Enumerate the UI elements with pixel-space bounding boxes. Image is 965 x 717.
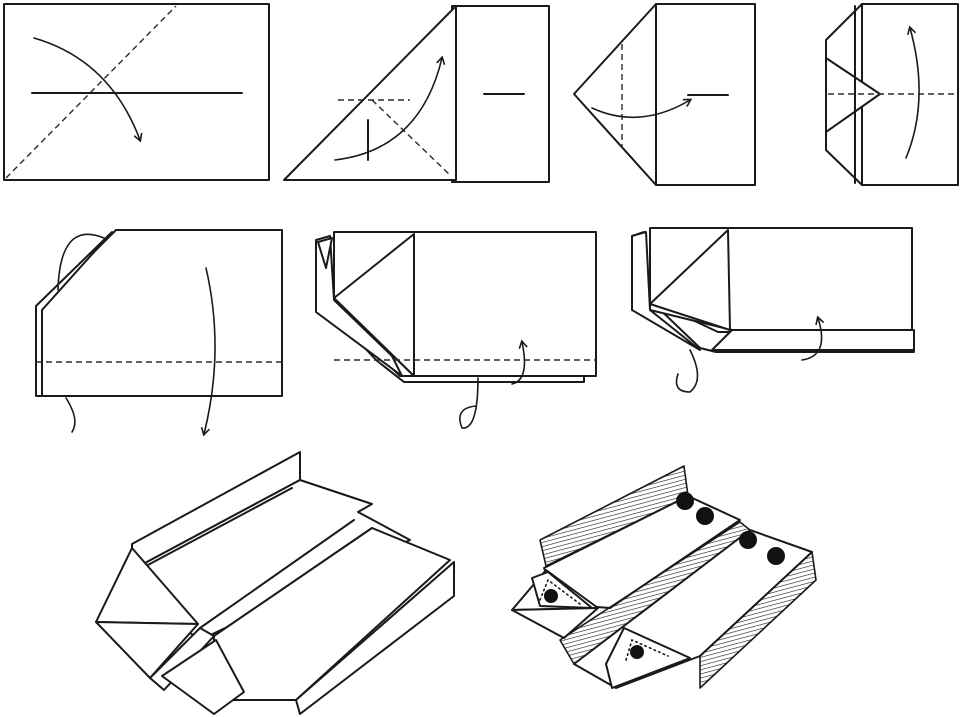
step-9-decorated-plane (511, 465, 817, 689)
step-6-fold-wing (315, 231, 597, 429)
step-8-finished-plane (95, 451, 455, 715)
fold-arrow-icon (334, 55, 446, 161)
step-3-fold-point (573, 3, 756, 186)
wing-edge (631, 231, 701, 351)
decor-dot (767, 547, 785, 565)
decor-dot (676, 492, 694, 510)
curl-arrow-icon (675, 349, 699, 393)
paper-body (41, 229, 283, 397)
fold-line-dashed (371, 99, 451, 176)
step-1-fold-corner (3, 3, 270, 181)
decor-dot (739, 531, 757, 549)
right-nose-triangle (161, 639, 245, 715)
keel-line (199, 519, 355, 629)
fold-arrow-icon (57, 233, 105, 291)
fold-arrow-icon (511, 339, 528, 385)
right-nose-triangle (605, 627, 691, 689)
step-5-fold-half (35, 229, 283, 437)
fold-arrow-icon-2 (200, 267, 216, 437)
nose-triangle (333, 233, 415, 377)
fold-arrow-icon (801, 315, 825, 361)
step-2-fold-down (283, 5, 550, 183)
folded-triangle (283, 5, 457, 181)
right-wing-wall-hatched (699, 551, 817, 689)
wing-flap (711, 329, 915, 351)
step-7-fold-other-wing (631, 227, 915, 393)
inner-point (825, 57, 881, 133)
decor-dot (630, 645, 644, 659)
step-4-fold-flap (825, 3, 959, 186)
fold-arrow-icon (591, 98, 693, 119)
wing-crease (145, 487, 293, 567)
decor-dot (696, 507, 714, 525)
left-nose-underside (511, 607, 599, 639)
left-nose-underside (95, 621, 199, 679)
dotted-stitch-left (539, 578, 581, 605)
folded-edge (35, 231, 113, 397)
tip-fold (317, 237, 333, 269)
fold-arrow-icon (905, 25, 920, 159)
curl-arrow-icon (65, 397, 76, 433)
decor-dot (544, 589, 558, 603)
fold-arrow-icon (33, 37, 143, 143)
right-wing-wall (295, 561, 455, 715)
pointed-flap (573, 3, 657, 186)
nose-triangle (649, 229, 731, 331)
dotted-stitch-right (625, 638, 669, 661)
curl-arrow-icon (459, 377, 479, 429)
